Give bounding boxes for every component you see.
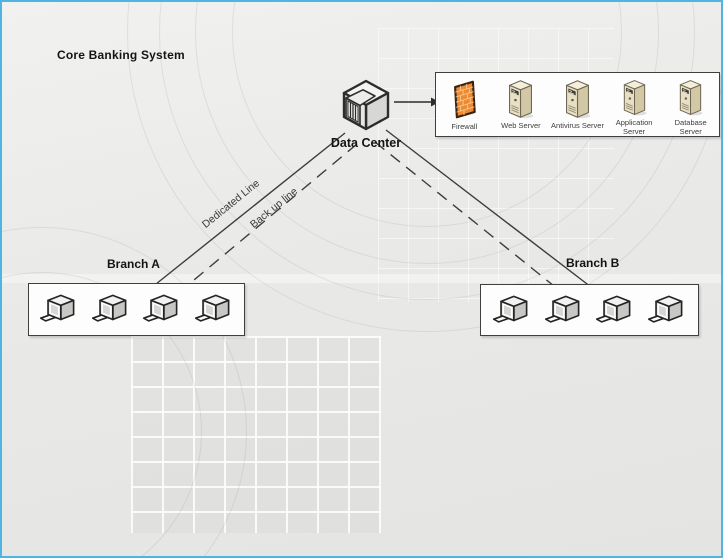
dedicated-line <box>155 132 346 285</box>
backup-line <box>187 143 358 286</box>
workstation-icon <box>90 293 132 326</box>
server-item-antivirus-server: Antivirus Server <box>549 73 606 136</box>
data-center-label: Data Center <box>330 136 402 150</box>
workstation-icon <box>141 293 183 326</box>
branch-b-dashed-line <box>374 141 555 287</box>
workstation-icon <box>38 293 80 326</box>
data-center-icon <box>335 74 397 138</box>
server-label: Application Server <box>615 118 653 136</box>
workstation-icon <box>193 293 235 326</box>
branch-a-label: Branch A <box>107 257 160 271</box>
diagram-title: Core Banking System <box>57 48 185 62</box>
branch-b-label: Branch B <box>566 256 620 270</box>
server-item-web-server: Web Server <box>493 73 550 136</box>
antivirus-server-icon <box>562 78 593 120</box>
server-label: Database Server <box>674 118 707 136</box>
web-server-icon <box>505 78 536 120</box>
server-item-database-server: Database Server <box>662 73 719 136</box>
firewall-icon <box>448 78 480 121</box>
data-center-node <box>335 74 397 138</box>
servers-group-box: Firewall Web Server Antivirus Server App… <box>435 72 720 137</box>
database-server-icon <box>675 78 706 117</box>
branch-b-box <box>480 284 699 336</box>
server-label: Antivirus Server <box>551 121 604 130</box>
branch-a-box <box>28 283 245 336</box>
application-server-icon <box>619 78 650 117</box>
workstation-icon <box>594 294 636 327</box>
background-grid-lower-left <box>131 336 381 533</box>
workstation-icon <box>543 294 585 327</box>
branch-b-solid-line <box>385 129 592 288</box>
workstation-icon <box>646 294 688 327</box>
server-item-application-server: Application Server <box>606 73 663 136</box>
server-label: Web Server <box>501 121 541 130</box>
server-label: Firewall <box>451 122 478 131</box>
workstation-icon <box>491 294 533 327</box>
server-item-firewall: Firewall <box>436 73 493 136</box>
